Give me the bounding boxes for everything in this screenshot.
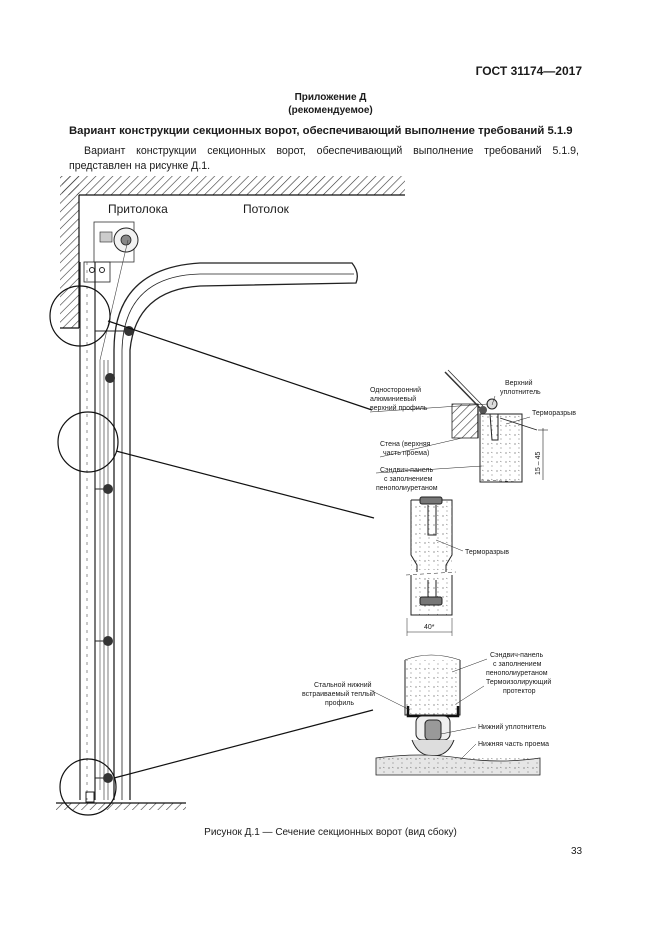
label-one-sided-profile-1: Односторонний: [370, 386, 421, 394]
appendix-title: Приложение Д: [294, 92, 367, 103]
lift-cable: [99, 239, 129, 790]
detail-top: [444, 369, 548, 483]
label-one-sided-profile-2: алюминиевый: [370, 395, 416, 403]
label-lower-seal: Нижний уплотнитель: [478, 723, 546, 731]
section-title: Вариант конструкции секционных ворот, об…: [69, 125, 573, 137]
label-sandwich-bottom-3: пенополиуретаном: [486, 670, 548, 677]
label-steel-profile-1: Стальной нижний: [314, 681, 372, 689]
label-sandwich-bottom-1: Сэндвич-панель: [490, 652, 543, 659]
label-lintel: Притолока: [108, 202, 168, 216]
label-wall-2: часть проема): [383, 450, 429, 457]
guide-track: [113, 262, 358, 800]
label-dimension-15-45: 15 – 45: [535, 452, 542, 475]
detail-bottom: [375, 654, 541, 776]
wall-hatching: [60, 176, 405, 329]
label-steel-profile-2: встраиваемый теплый: [302, 690, 375, 698]
label-protector-2: протектор: [503, 688, 536, 695]
label-lower-opening: Нижняя часть проема: [478, 741, 549, 748]
label-sandwich-bottom-2: с заполнением: [493, 661, 542, 668]
rollers: [85, 326, 134, 803]
appendix-subtitle: (рекомендуемое): [288, 105, 373, 116]
detail-middle: [405, 496, 457, 636]
label-steel-profile-3: профиль: [325, 700, 354, 707]
label-sandwich-top-3: пенополиуретаном: [376, 485, 438, 492]
figure-caption: Рисунок Д.1 — Сечение секционных ворот (…: [204, 827, 457, 838]
detail-leaders: [107, 320, 375, 779]
label-thermal-break-top: Терморазрыв: [532, 410, 576, 417]
label-wall-1: Стена (верхняя: [380, 441, 431, 448]
label-upper-seal-1: Верхний: [505, 379, 533, 387]
label-upper-seal-2: уплотнитель: [500, 389, 541, 396]
label-one-sided-profile-3: верхний профиль: [370, 404, 428, 412]
label-sandwich-top-1: Сэндвич-панель: [380, 467, 433, 474]
label-thermal-break-middle: Терморазрыв: [465, 549, 509, 556]
label-ceiling: Потолок: [243, 202, 290, 216]
floor: [56, 802, 186, 810]
label-protector-1: Термоизолирующий: [486, 678, 551, 686]
spring-mechanism: [83, 221, 139, 283]
intro-paragraph: Вариант конструкции секционных ворот, об…: [69, 145, 579, 172]
door-leaf: [79, 262, 109, 800]
label-sandwich-top-2: с заполнением: [384, 476, 433, 483]
label-dimension-40: 40*: [424, 624, 435, 631]
page-number: 33: [571, 846, 583, 857]
standard-number: ГОСТ 31174—2017: [475, 64, 582, 78]
detail-markers: [49, 285, 119, 816]
